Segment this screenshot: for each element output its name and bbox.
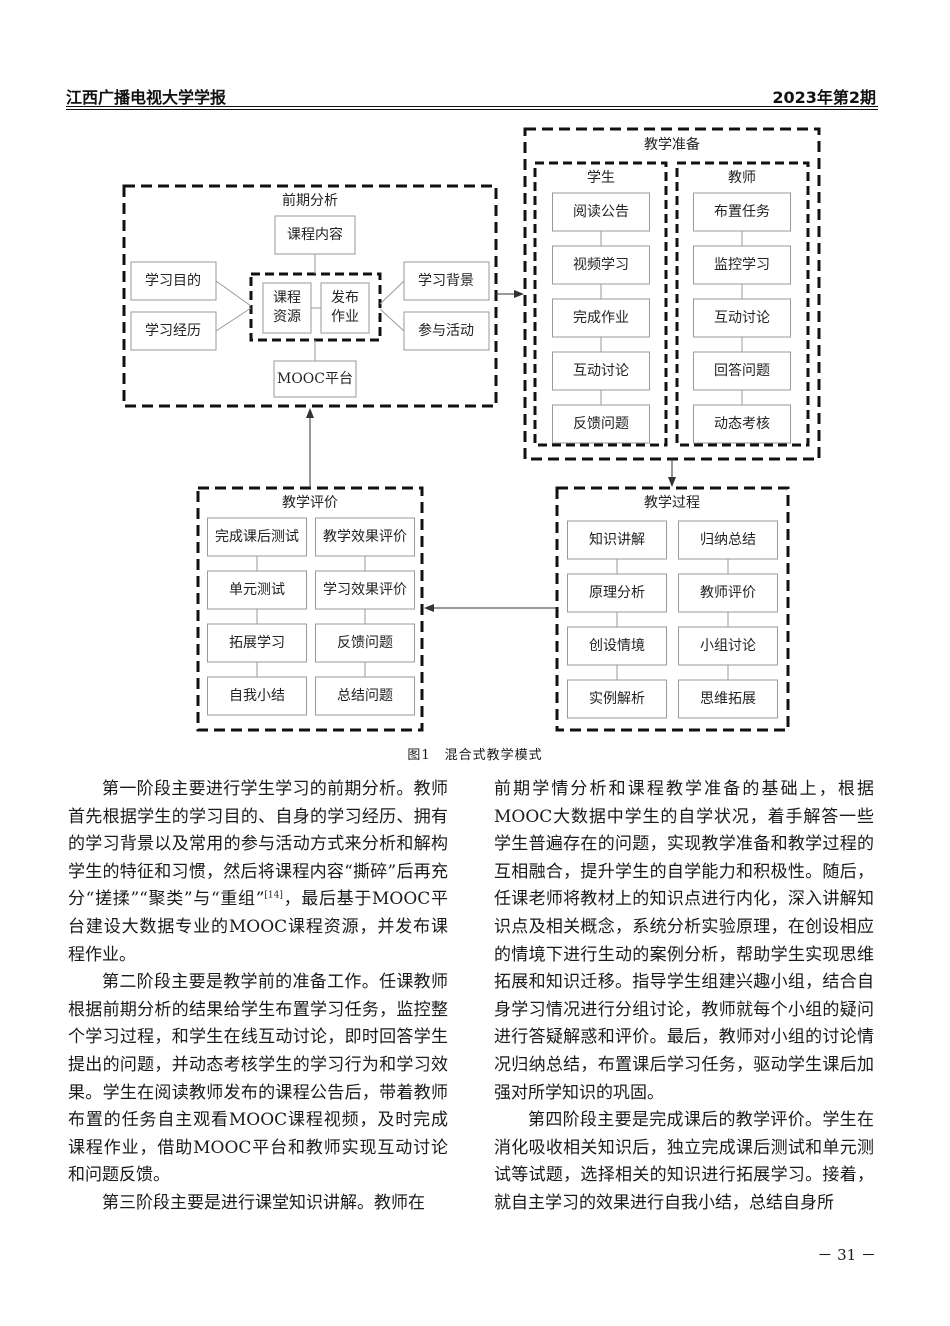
prep-teacher-item-node (693, 192, 791, 232)
prep-student-item-node (552, 245, 650, 285)
stage-one-tail: ，最后基于MOOC平台建设大数据专业的MOOC课程资源，并发布课程作业。 (68, 889, 448, 965)
evaluation-title: 教学评价 (282, 495, 338, 511)
publish-homework-line2: 作业 (331, 309, 359, 325)
mooc-platform-label: MOOC平台 (277, 371, 353, 387)
process-right-item-label: 归纳总结 (700, 531, 756, 548)
evaluation-left-item-label: 拓展学习 (229, 635, 285, 651)
prep-teacher-item-node (693, 351, 791, 391)
learning-goal-label: 学习目的 (145, 273, 201, 289)
prep-teacher-item-label: 互动讨论 (714, 310, 770, 326)
process-left-item-label: 知识讲解 (589, 531, 645, 548)
journal-title: 江西广播电视大学学报 (66, 88, 227, 107)
course-content-label: 课程内容 (287, 226, 343, 243)
evaluation-right-item-label: 总结问题 (337, 688, 393, 704)
analysis-title: 前期分析 (282, 192, 338, 209)
learning-background-node (403, 261, 490, 301)
prep-teacher-item-node (693, 404, 791, 444)
course-resource-line2: 资源 (273, 309, 301, 325)
paragraph-stage-three-start: 第三阶段主要是进行课堂知识讲解。教师在 (102, 1192, 425, 1213)
process-right-item-node (678, 679, 778, 719)
paragraph-stage-one: 第一阶段主要进行学生学习的前期分析。教师首先根据学生的学习目的、自身的学习经历、… (68, 776, 448, 969)
process-left-item-node (567, 679, 667, 719)
evaluation-left-item-label: 自我小结 (229, 688, 285, 704)
process-left-item-label: 实例解析 (589, 691, 645, 707)
prep-student-title: 学生 (587, 170, 615, 186)
analysis-connectors (215, 254, 405, 361)
process-left-item-node (567, 573, 667, 613)
stage-one-text: 第一阶段主要进行学生学习的前期分析。教师首先根据学生的学习目的、自身的学习经历、… (68, 779, 448, 910)
issue-label: 2023年第2期 (772, 88, 876, 107)
figure-caption: 图1 混合式教学模式 (407, 748, 543, 763)
publish-homework-node (320, 282, 370, 334)
right-column: 前期学情分析和课程教学准备的基础上，根据MOOC大数据中学生的自学状况，着手解答… (494, 776, 874, 1218)
process-left-item-node (567, 626, 667, 666)
citation-ref: [14] (264, 890, 283, 901)
process-right-item-node (678, 573, 778, 613)
process-left-item-label: 原理分析 (589, 585, 645, 601)
prep-teacher-item-node (693, 245, 791, 285)
process-title: 教学过程 (644, 495, 700, 511)
prep-student-group (533, 161, 668, 447)
process-right-item-label: 小组讨论 (700, 638, 756, 654)
prep-teacher-item-label: 回答问题 (714, 362, 770, 379)
prep-teacher-group (675, 161, 810, 447)
process-left-item-label: 创设情境 (589, 638, 645, 654)
prep-student-item-label: 视频学习 (573, 257, 629, 273)
evaluation-left-item-node (207, 676, 307, 716)
prep-student-item-node (552, 192, 650, 232)
course-resource-node (262, 282, 312, 334)
evaluation-left-item-label: 完成课后测试 (215, 529, 299, 545)
evaluation-left-item-label: 单元测试 (229, 582, 285, 598)
prep-student-item-label: 反馈问题 (573, 416, 629, 432)
prep-teacher-title: 教师 (728, 170, 756, 186)
process-right-item-node (678, 520, 778, 560)
participation-label: 参与活动 (418, 322, 474, 339)
course-resource-line1: 课程 (273, 290, 301, 306)
process-right-item-label: 教师评价 (700, 585, 756, 601)
learning-background-label: 学习背景 (418, 273, 474, 289)
prep-teacher-item-label: 动态考核 (714, 416, 770, 432)
evaluation-right-item-node (315, 623, 415, 663)
process-right-item-node (678, 626, 778, 666)
paragraph-stage-two: 第二阶段主要是教学前的准备工作。任课教师根据前期分析的结果给学生布置学习任务，监… (68, 972, 448, 1186)
process-left-item-node (567, 520, 667, 560)
analysis-group (122, 184, 498, 408)
header-rule-bottom (66, 109, 878, 110)
page-number: － 31 － (817, 1246, 876, 1264)
learning-experience-node (130, 311, 217, 351)
course-content-node (274, 215, 356, 255)
prep-teacher-item-node (693, 298, 791, 338)
publish-homework-line1: 发布 (331, 290, 359, 306)
prep-teacher-item-label: 监控学习 (714, 257, 770, 273)
paragraph-stage-three-cont: 前期学情分析和课程教学准备的基础上，根据MOOC大数据中学生的自学状况，着手解答… (494, 779, 874, 1103)
participation-node (403, 311, 490, 351)
header-rule-top (66, 106, 878, 107)
prep-title: 教学准备 (644, 136, 700, 153)
prep-student-item-label: 阅读公告 (573, 203, 629, 220)
evaluation-right-item-label: 学习效果评价 (323, 582, 407, 598)
left-column: 第一阶段主要进行学生学习的前期分析。教师首先根据学生的学习目的、自身的学习经历、… (68, 776, 448, 1218)
process-right-item-label: 思维拓展 (700, 691, 756, 707)
mooc-platform-node (273, 360, 357, 398)
prep-student-item-label: 完成作业 (573, 310, 629, 326)
evaluation-right-item-label: 教学效果评价 (323, 529, 407, 545)
prep-student-item-label: 互动讨论 (573, 363, 629, 379)
blended-teaching-model-diagram: 前期分析 课程内容 学习目的 学习经历 课程 资源 发布 作业 学习背景 参与活… (122, 127, 821, 732)
prep-student-item-node (552, 404, 650, 444)
evaluation-right-item-label: 反馈问题 (337, 635, 393, 651)
learning-experience-label: 学习经历 (145, 323, 201, 339)
evaluation-right-item-node (315, 676, 415, 716)
evaluation-left-item-node (207, 570, 307, 610)
prep-teacher-item-label: 布置任务 (714, 204, 770, 220)
paragraph-stage-four: 第四阶段主要是完成课后的教学评价。学生在消化吸收相关知识后，独立完成课后测试和单… (494, 1110, 874, 1213)
process-group (555, 486, 790, 732)
evaluation-right-item-node (315, 570, 415, 610)
